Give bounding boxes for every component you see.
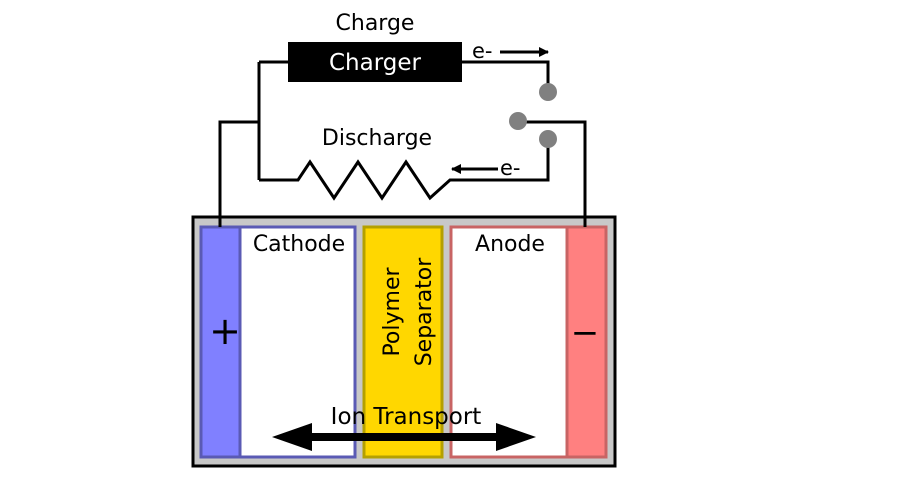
charger-box (288, 42, 462, 82)
anode-label: Anode (475, 232, 545, 257)
cathode-current-collector (199, 225, 242, 459)
ion-transport-arrow (272, 423, 536, 451)
plus-sign: + (209, 309, 241, 353)
switch-pivot (509, 112, 527, 130)
charger-label: Charger (329, 50, 422, 76)
electron-label-top: e- (472, 39, 493, 63)
electron-label-bottom: e- (500, 156, 521, 180)
anode-electrode (449, 225, 569, 459)
charge-label: Charge (336, 11, 415, 36)
discharge-label: Discharge (322, 126, 432, 151)
separator-label-line2: Separator (412, 257, 437, 367)
separator-label-line1: Polymer (380, 267, 405, 357)
circuit-wires (218, 60, 587, 227)
switch-contact-charge (539, 83, 557, 101)
ion-transport-label: Ion Transport (331, 404, 482, 430)
cathode-label: Cathode (253, 232, 345, 257)
minus-sign: − (571, 313, 600, 353)
switch-contact-discharge (539, 130, 557, 148)
anode-current-collector (565, 225, 608, 459)
cathode-electrode (238, 225, 357, 459)
polymer-separator (362, 225, 444, 459)
